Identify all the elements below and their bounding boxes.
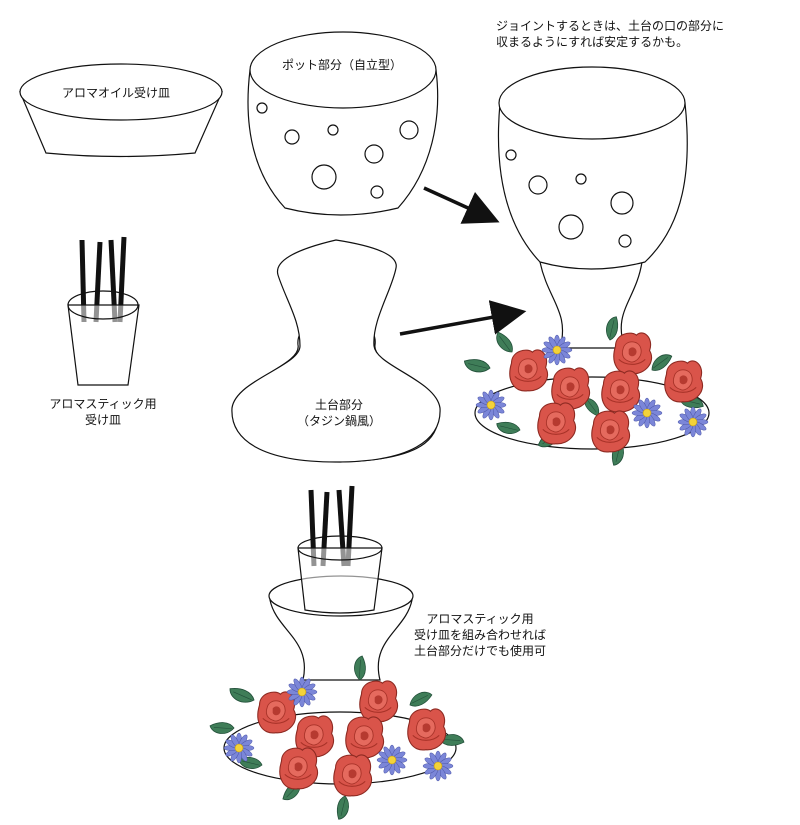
pot-part: [247, 31, 439, 216]
aroma-stick-dish-label-line1: アロマスティック用: [49, 397, 157, 411]
combo-note: アロマスティック用 受け皿を組み合わせれば 土台部分だけでも使用可: [400, 611, 560, 659]
base-part-label: 土台部分 （タジン鍋風）: [284, 397, 394, 429]
joint-note: ジョイントするときは、土台の口の部分に 収まるようにすれば安定するかも。: [496, 18, 724, 50]
aroma-oil-dish: [19, 63, 223, 158]
combo-note-line1: アロマスティック用: [426, 612, 534, 626]
pot-part-label: ポット部分（自立型）: [282, 58, 403, 72]
assembled-pot-on-base: [461, 66, 710, 468]
aroma-stick-dish-label: アロマスティック用 受け皿: [38, 396, 168, 428]
combo-note-line2: 受け皿を組み合わせれば: [413, 628, 546, 642]
base-part: [231, 239, 441, 463]
arrow-pot-to-assembly: [423, 186, 500, 224]
joint-note-line2: 収まるようにすれば安定するかも。: [496, 35, 689, 49]
base-part-label-line2: （タジン鍋風）: [296, 414, 381, 428]
joint-note-line1: ジョイントするときは、土台の口の部分に: [496, 19, 725, 33]
combo-note-line3: 土台部分だけでも使用可: [413, 644, 546, 658]
aroma-stick-dish: [67, 236, 140, 386]
aroma-stick-dish-label-line2: 受け皿: [84, 413, 121, 427]
base-part-label-line1: 土台部分: [314, 398, 363, 412]
arrow-base-to-assembly: [399, 300, 527, 336]
aroma-oil-dish-label: アロマオイル受け皿: [62, 86, 171, 100]
base-with-stick-dish: [208, 485, 466, 822]
